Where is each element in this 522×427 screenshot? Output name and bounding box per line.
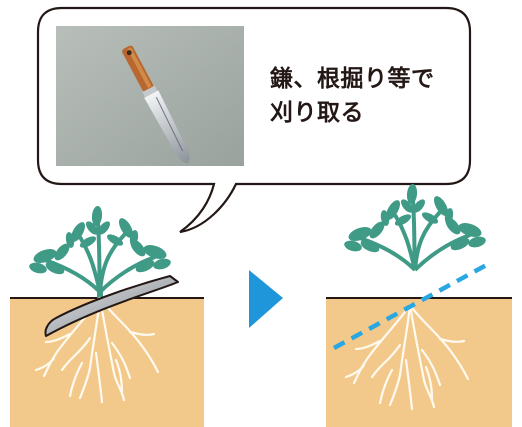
soil-block-right [326,298,512,427]
weeding-knife-photo [56,26,244,166]
caption-line-2: 刈り取る [270,100,364,126]
next-step-triangle-icon [249,270,283,328]
step-before-panel [10,203,204,427]
dashed-cut-line-icon [332,260,494,350]
caption-line-1: 鎌、根掘り等で [270,66,435,92]
bubble-caption: 鎌、根掘り等で 刈り取る [270,62,470,130]
soil-block-left [10,298,204,427]
sickle-blade-icon [44,275,179,337]
step-after-panel [326,181,512,427]
